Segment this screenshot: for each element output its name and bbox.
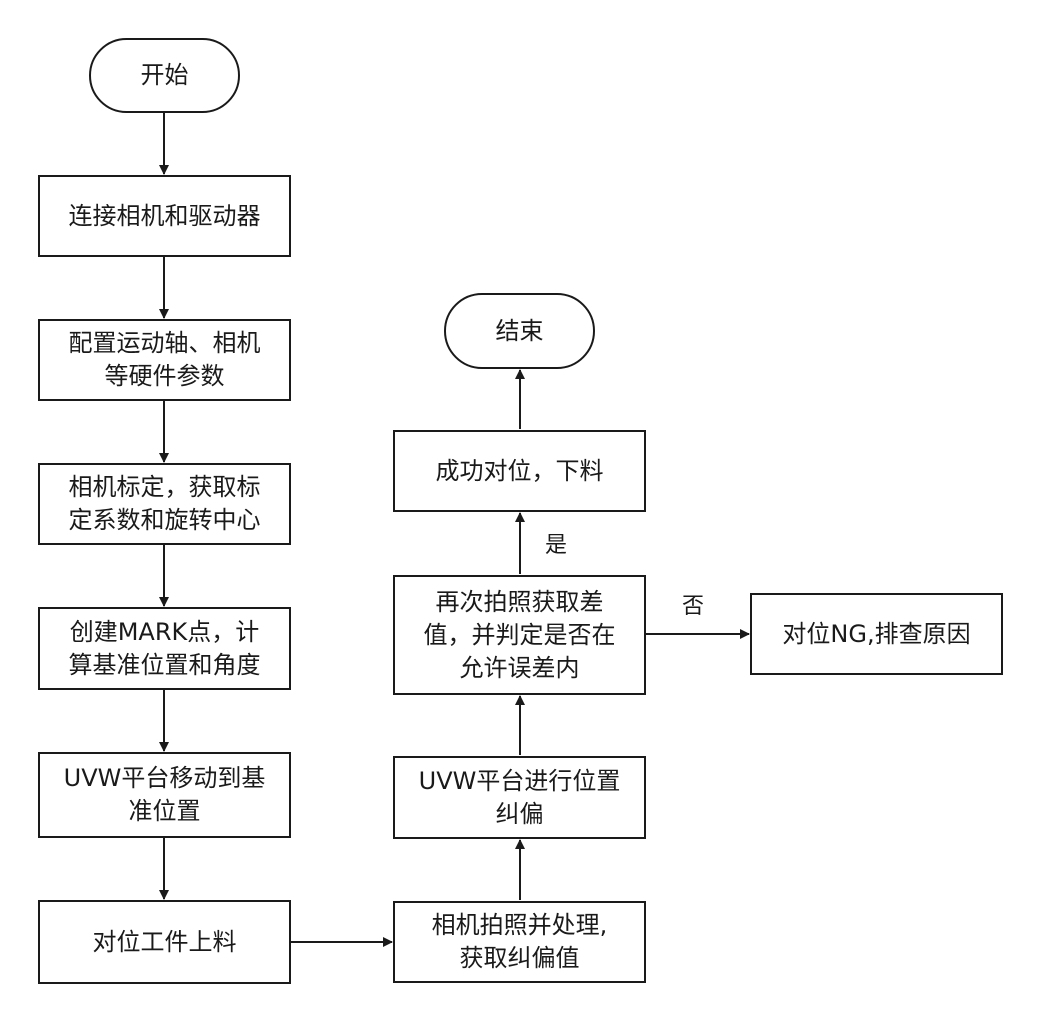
load-workpiece-step: 对位工件上料 xyxy=(38,900,291,984)
recheck-decision: 再次拍照获取差值，并判定是否在允许误差内 xyxy=(393,575,646,695)
end-terminal: 结束 xyxy=(444,293,595,369)
node-text-line: 创建MARK点，计 xyxy=(69,617,260,646)
node-text-line: UVW平台进行位置 xyxy=(418,766,621,795)
configure-hardware-step: 配置运动轴、相机等硬件参数 xyxy=(38,319,291,401)
node-text-line: 成功对位，下料 xyxy=(435,456,604,485)
yes-label: 是 xyxy=(545,533,568,558)
node-text-line: 相机拍照并处理, xyxy=(431,911,608,939)
node-text-line: 纠偏 xyxy=(495,799,544,828)
connect-camera-driver-step: 连接相机和驱动器 xyxy=(38,175,291,257)
node-text-line: 相机标定，获取标 xyxy=(68,473,261,501)
create-mark-step: 创建MARK点，计算基准位置和角度 xyxy=(38,607,291,690)
node-text-line: 等硬件参数 xyxy=(104,362,225,390)
capture-process-step: 相机拍照并处理, 获取纠偏值 xyxy=(393,901,646,983)
alignment-ng-step: 对位NG,排查原因 xyxy=(750,593,1003,675)
node-text-line: 连接相机和驱动器 xyxy=(68,201,261,230)
uvw-correction-step: UVW平台进行位置纠偏 xyxy=(393,756,646,839)
node-text-line: 对位NG,排查原因 xyxy=(782,619,971,648)
node-text-line: UVW平台移动到基 xyxy=(63,764,266,792)
node-text-line: 定系数和旋转中心 xyxy=(68,506,261,534)
success-unload-step: 成功对位，下料 xyxy=(393,430,646,512)
node-text-line: 获取纠偏值 xyxy=(459,944,580,972)
camera-calibration-step: 相机标定，获取标定系数和旋转中心 xyxy=(38,463,291,545)
node-text-line: 开始 xyxy=(140,61,189,89)
node-text-line: 值，并判定是否在 xyxy=(423,620,616,649)
node-text-line: 准位置 xyxy=(128,797,201,825)
node-text-line: 对位工件上料 xyxy=(92,927,237,956)
node-text-line: 再次拍照获取差 xyxy=(435,587,604,616)
uvw-move-step: UVW平台移动到基准位置 xyxy=(38,752,291,838)
start-terminal: 开始 xyxy=(89,38,240,113)
node-text-line: 结束 xyxy=(495,316,544,345)
node-text-line: 允许误差内 xyxy=(459,653,580,682)
node-text-line: 算基准位置和角度 xyxy=(68,650,261,679)
no-label: 否 xyxy=(682,594,705,619)
node-text-line: 配置运动轴、相机 xyxy=(68,329,261,357)
